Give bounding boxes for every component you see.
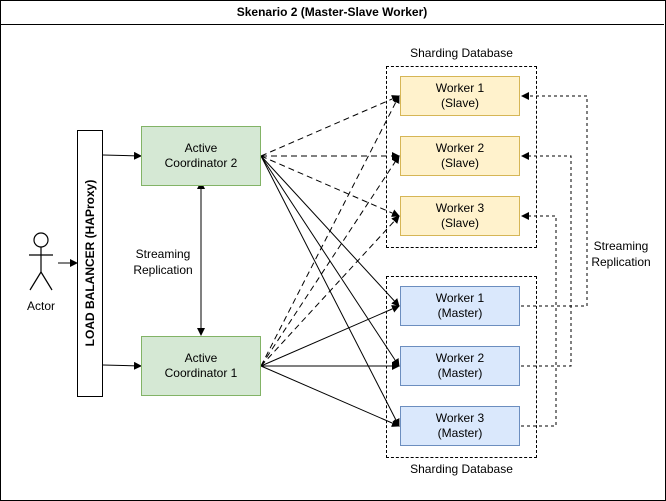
master-cluster-label: Sharding Database <box>410 462 513 476</box>
c2-to-slave3-arrow <box>260 155 400 217</box>
coordinator-1-node: Active Coordinator 1 <box>141 336 261 396</box>
master2-to-slave2-replication <box>521 152 572 367</box>
c1-to-master3-arrow <box>260 365 400 427</box>
c2-to-master3-arrow <box>260 155 400 427</box>
master3-to-slave3-replication <box>521 212 557 427</box>
coordinator-2-line2: Coordinator 2 <box>164 156 238 170</box>
slave-cluster <box>386 66 537 248</box>
c2-to-slave1-arrow <box>260 95 400 157</box>
c2-to-master1-arrow <box>260 155 400 307</box>
master1-to-slave1-replication <box>521 92 588 307</box>
worker-2-master-line2: (Master) <box>437 366 483 380</box>
coordinator-2-line1: Active <box>184 141 218 155</box>
worker-2-slave-line2: (Slave) <box>440 156 479 170</box>
worker-1-master-line1: Worker 1 <box>435 291 485 305</box>
worker-2-master-line1: Worker 2 <box>435 351 485 365</box>
slave-cluster-label: Sharding Database <box>410 46 513 60</box>
worker-3-master-node: Worker 3 (Master) <box>400 406 520 446</box>
actor-icon <box>29 232 53 291</box>
c1-to-master1-arrow <box>260 305 400 367</box>
diagram-title: Skenario 2 (Master-Slave Worker) <box>0 0 664 25</box>
c2-to-master2-arrow <box>260 155 400 367</box>
worker-1-slave-line2: (Slave) <box>440 96 479 110</box>
coordinator-1-line1: Active <box>184 351 218 365</box>
worker-1-slave-line1: Worker 1 <box>435 81 485 95</box>
load-balancer-label: LOAD BALANCER (HAProxy) <box>83 179 97 347</box>
actor-label: Actor <box>26 299 55 313</box>
worker-2-slave-line1: Worker 2 <box>435 141 485 155</box>
worker-3-slave-line1: Worker 3 <box>435 201 485 215</box>
worker-3-slave-node: Worker 3 (Slave) <box>400 196 520 236</box>
worker-3-master-line2: (Master) <box>437 426 483 440</box>
load-balancer-box <box>77 130 103 397</box>
master-cluster <box>386 276 537 458</box>
lb-to-coordinator1-arrow <box>102 361 142 370</box>
worker-1-master-node: Worker 1 (Master) <box>400 286 520 326</box>
worker-replication-line2: Replication <box>591 255 651 269</box>
worker-1-slave-node: Worker 1 (Slave) <box>400 76 520 116</box>
coordinator-replication-line1: Streaming <box>135 247 191 261</box>
worker-replication-line1: Streaming <box>593 239 649 253</box>
worker-3-slave-line2: (Slave) <box>440 216 479 230</box>
worker-2-slave-node: Worker 2 (Slave) <box>400 136 520 176</box>
worker-1-master-line2: (Master) <box>437 306 483 320</box>
worker-3-master-line1: Worker 3 <box>435 411 485 425</box>
worker-2-master-node: Worker 2 (Master) <box>400 346 520 386</box>
coordinator-replication-line2: Replication <box>133 263 193 277</box>
coordinator-replication-label: Streaming Replication <box>126 246 200 278</box>
coordinator-1-line2: Coordinator 1 <box>164 366 238 380</box>
worker-replication-label: Streaming Replication <box>588 238 654 270</box>
lb-to-coordinator2-arrow <box>102 151 142 160</box>
coordinator-2-node: Active Coordinator 2 <box>141 126 261 186</box>
